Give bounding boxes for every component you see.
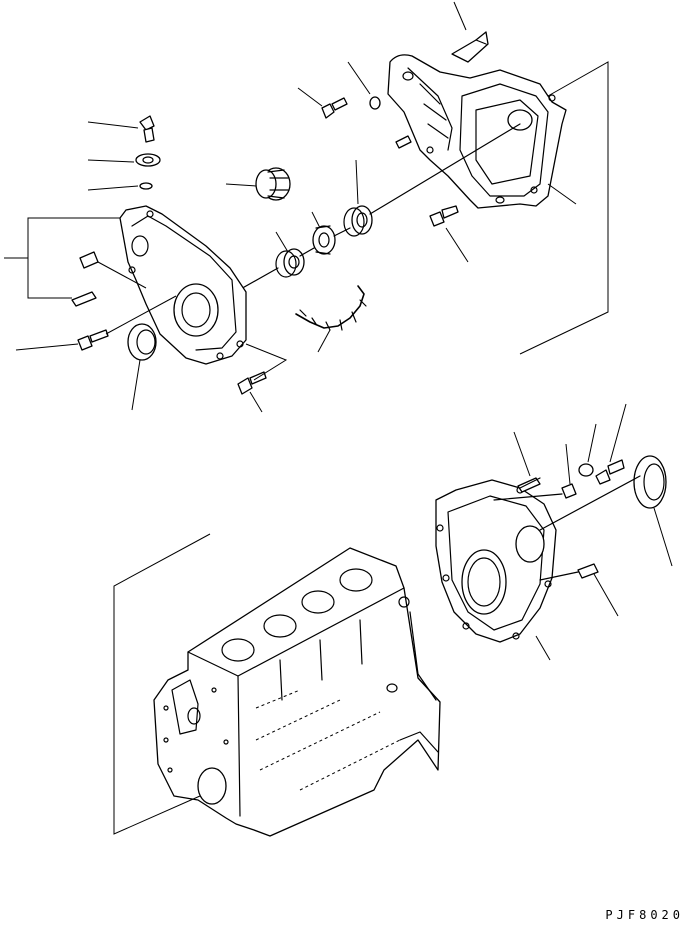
leader-line — [88, 122, 138, 128]
group-bracket-left — [28, 218, 120, 298]
leader-line — [536, 636, 550, 660]
bearing-part — [344, 206, 372, 236]
washer-part — [136, 154, 160, 166]
leader-line — [88, 160, 134, 162]
leader-line — [16, 344, 78, 350]
rear-stud — [518, 478, 540, 492]
rear-assembly-axis — [494, 476, 640, 580]
cover-bolt-left — [78, 330, 108, 350]
rear-bolt — [596, 460, 624, 484]
rear-oil-seal — [634, 456, 666, 508]
cover-bolt-top — [140, 116, 154, 142]
leader-line — [98, 262, 146, 288]
filler-plug — [452, 32, 488, 62]
leader-line — [514, 432, 530, 476]
leader-line — [548, 184, 576, 204]
idler-gear — [256, 168, 290, 200]
timing-chain — [296, 286, 366, 330]
rear-plate — [436, 480, 556, 642]
leader-line — [594, 574, 618, 616]
leader-line — [566, 444, 570, 484]
front-oil-seal — [128, 324, 156, 360]
leader-line — [276, 232, 288, 252]
leader-line — [312, 212, 320, 228]
rear-nut — [562, 484, 576, 498]
leader-line — [250, 392, 262, 412]
rear-washer — [579, 464, 593, 476]
dowel-pin-2 — [72, 292, 96, 306]
group-bracket-right — [520, 62, 608, 354]
front-cover — [120, 206, 246, 364]
rear-dowel — [578, 564, 598, 578]
leader-line — [454, 2, 466, 30]
leader-line — [446, 228, 468, 262]
leader-line — [610, 404, 626, 462]
group-bracket-block — [114, 534, 210, 834]
leader-line — [588, 424, 596, 462]
leader-line — [318, 330, 330, 352]
leader-line — [356, 160, 358, 204]
o-ring-part — [370, 97, 380, 109]
stud-part — [396, 136, 411, 148]
dowel-pin — [80, 252, 98, 268]
leader-line — [246, 344, 286, 380]
leader-line — [106, 296, 176, 334]
leader-line — [298, 88, 322, 106]
bearing-part-2 — [276, 249, 304, 277]
leader-line — [654, 508, 672, 566]
leader-line — [132, 360, 140, 410]
cylinder-block — [154, 548, 440, 836]
case-bolt — [322, 98, 347, 118]
leader-line — [226, 184, 256, 186]
timing-gear-case — [388, 55, 566, 208]
leader-line — [88, 186, 138, 190]
leader-line — [348, 62, 370, 94]
case-bolt-lower — [430, 206, 458, 226]
drawing-code: PJF8020 — [605, 908, 684, 922]
gear-part — [313, 226, 335, 254]
o-ring-small — [140, 183, 152, 189]
